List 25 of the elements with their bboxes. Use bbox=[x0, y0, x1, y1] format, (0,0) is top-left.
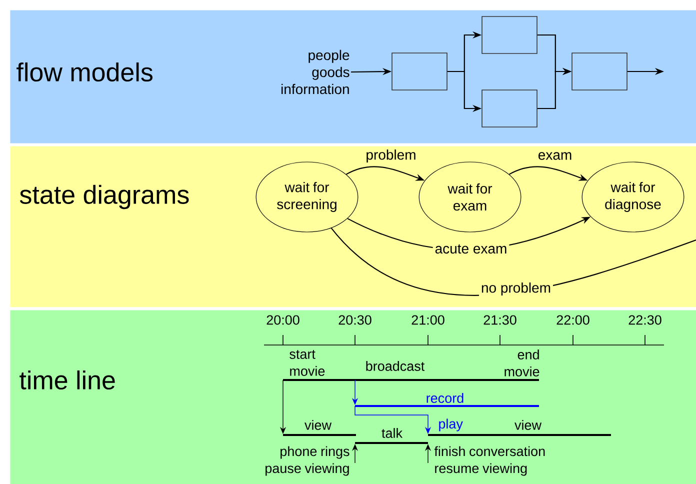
tick-label: 20:00 bbox=[266, 315, 300, 325]
bar-label: view bbox=[304, 420, 332, 430]
input-label: people goods information bbox=[282, 50, 350, 94]
bar-label: talk bbox=[382, 428, 403, 438]
event-label: finish conversation resume viewing bbox=[434, 446, 545, 476]
edge-label: no problem bbox=[478, 280, 554, 298]
event-label: start movie bbox=[290, 350, 325, 376]
tick-label: 22:00 bbox=[556, 315, 590, 325]
tick-label: 21:30 bbox=[484, 315, 516, 325]
bar-label: broadcast bbox=[366, 361, 425, 371]
bar-label: view bbox=[514, 420, 542, 430]
tick-label: 20:30 bbox=[338, 315, 372, 325]
process-box bbox=[392, 52, 448, 90]
process-box bbox=[572, 52, 628, 90]
edge-label: exam bbox=[536, 150, 574, 162]
edge-label: acute exam bbox=[432, 242, 510, 256]
tick-label: 22:30 bbox=[628, 315, 662, 325]
event-label: phone rings pause viewing bbox=[266, 446, 350, 476]
event-label: end movie bbox=[504, 350, 540, 376]
bar-label: play bbox=[439, 418, 463, 432]
bar-label: record bbox=[426, 393, 464, 403]
process-box bbox=[482, 90, 538, 128]
tick-label: 21:00 bbox=[412, 315, 444, 325]
process-box bbox=[482, 16, 538, 54]
edge-label: problem bbox=[364, 147, 418, 165]
